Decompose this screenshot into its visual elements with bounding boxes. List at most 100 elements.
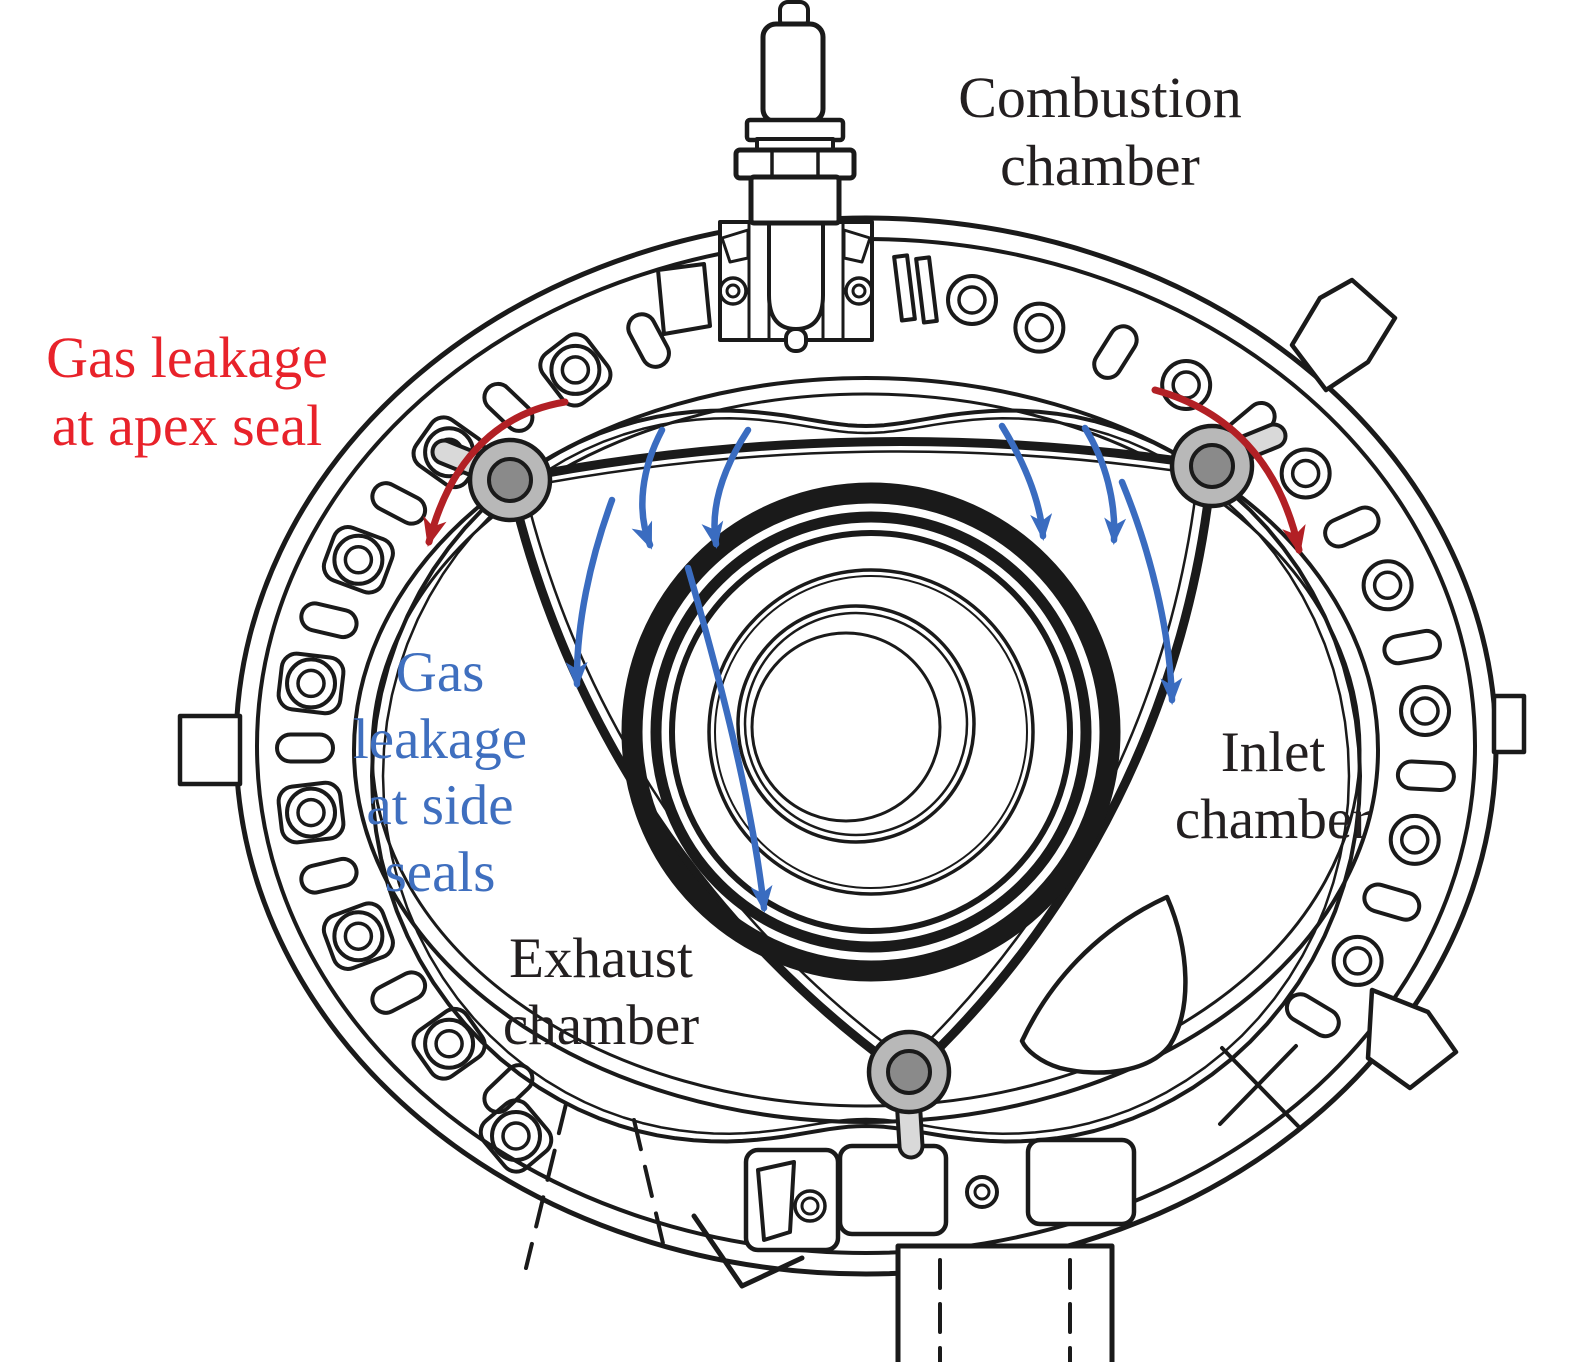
bolt-ring-details [478,253,1300,1174]
side-leak-arrow [684,564,773,913]
left-mount-tab [177,713,243,787]
band-slot [299,856,359,895]
band-slot [1284,992,1341,1039]
boss-hole-inner [851,283,867,299]
bolt-hole-inner [800,1196,820,1216]
bolt-hole [285,786,338,839]
plug-hex-nut [733,147,857,181]
gear-circle [707,568,1035,896]
port-box [1025,1137,1137,1227]
bolt-boss [276,780,346,845]
side-leak-arrow [1081,424,1127,545]
epitrochoid-bore-inner-line [381,417,1351,1135]
bolt-hole [1160,359,1213,412]
side-leak-arrow [701,426,752,549]
bolt-hole-inner [343,545,374,575]
bolt-hole [965,1175,999,1209]
bolt-hole-inner [501,1121,531,1151]
lower-right-lug [1365,987,1459,1091]
shaft-journal [743,611,969,837]
housing-step [691,1213,805,1289]
rotor-bearing-ring [650,511,1092,953]
apex-seal-left-hub [487,457,533,503]
side-leak-arrow [1118,478,1183,705]
bolt-hole-inner [1290,458,1321,489]
bolt-hole-inner [1399,825,1430,855]
bolt-hole-inner [1372,570,1403,601]
label-combustion-chamber: Combustion chamber [958,65,1242,198]
band-slot [482,381,535,433]
band-divider [1220,1046,1300,1128]
band-slot [275,732,335,764]
gear-circle [714,575,1028,889]
epitrochoid-bore [370,408,1362,1144]
boss-hole [844,276,874,306]
boss-wedge [842,228,872,264]
bolt-hole [1361,559,1414,612]
apex-seal-leak-arrows [423,386,1306,555]
bolt-hole-inner [973,1183,991,1201]
electrode-tip [784,327,808,353]
plug-shell [748,174,842,226]
label-gas-leakage-apex-seal: Gas leakage at apex seal [46,325,328,458]
bolt-hole-inner [1410,696,1440,726]
thin-slot [914,255,939,325]
bolt-boss [538,332,613,408]
apex-seal-bottom-hub [886,1049,932,1095]
bolt-hole-inner [296,797,326,828]
thin-slot [892,253,917,323]
side-leak-arrow [998,422,1053,541]
bolt-hole-inner [343,921,374,951]
band-slot [1395,759,1456,792]
right-mount-tab [1491,693,1527,755]
bolt-hole [423,1017,476,1070]
bolt-hole [1388,813,1441,866]
apex-seal-right-hub [1189,443,1235,489]
bolt-hole [1279,447,1332,500]
rotor-bearing-ring [621,482,1121,982]
bolt-boss [276,651,346,716]
side-leak-arrow [565,496,616,689]
band-inner-edge [352,376,1380,1124]
bolt-hole [1331,934,1384,987]
bolt-hole [332,910,385,963]
bolt-hole-inner [1024,312,1055,343]
boss-hole [718,276,748,306]
band-slot [370,481,428,526]
hidden-line [632,1118,668,1258]
upper-right-lug [1289,277,1398,393]
band-slot [370,970,428,1015]
band-slot [1362,882,1422,922]
intake-port [1019,894,1188,1075]
bolt-boss [478,1098,554,1174]
band-slot [1323,505,1381,549]
bolt-hole [1013,301,1066,354]
bolt-hole [793,1189,827,1223]
engine-mount-block [895,1243,1115,1362]
boss-hole-inner [725,283,741,299]
bolt-boss [321,901,395,971]
label-inlet-chamber: Inlet chamber [1174,721,1372,851]
bolt-hole-inner [957,285,987,315]
label-gas-leakage-side-seals: Gas leakage at side seals [352,641,528,905]
band-slot [626,312,671,369]
band-slot [1092,324,1139,380]
rotor-bearing-ring [669,530,1073,934]
bolt-hole-inner [434,1029,464,1059]
port-box [837,1143,949,1237]
eccentric-shaft-rings [621,482,1121,982]
bottom-band [524,1102,1137,1289]
bolt-hole [946,274,998,326]
apex-leak-arrow [423,398,569,547]
bolt-hole-inner [560,355,591,385]
trapezoid-slot [656,262,712,336]
bolt-ring [275,301,1456,1115]
bolt-hole [1399,685,1452,738]
band-slot [1382,628,1442,666]
shaft-journal [736,604,976,844]
bolt-hole [549,343,602,396]
band-divider [1218,1044,1298,1126]
apex-leak-arrow [1151,386,1306,555]
